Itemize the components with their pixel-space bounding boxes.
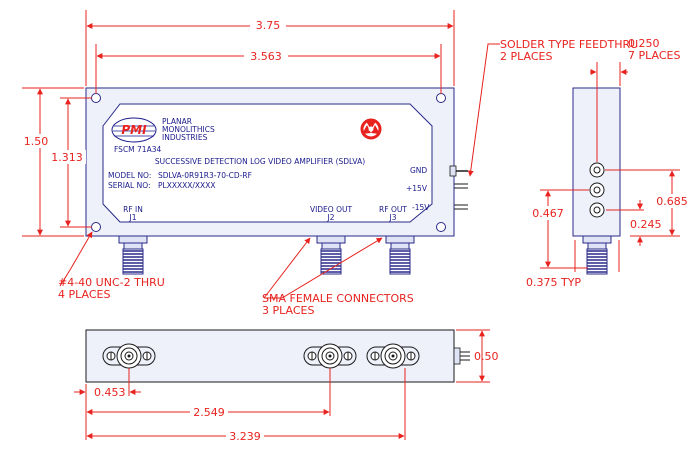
- bottom-view: [85, 329, 470, 383]
- note-feedthru-line-1: SOLDER TYPE FEEDTHRU: [500, 38, 638, 51]
- port-gnd: GND: [410, 166, 427, 175]
- fscm-code: FSCM 71A34: [114, 145, 161, 154]
- bottom-connector-j2: [303, 343, 357, 369]
- port-plus15: +15V: [406, 184, 428, 193]
- mounting-hole: [436, 222, 446, 232]
- port-j3: J3: [389, 213, 397, 222]
- company-line-3: INDUSTRIES: [162, 133, 208, 142]
- note-sma-line-2: 3 PLACES: [262, 304, 314, 317]
- label-plate: [102, 103, 433, 223]
- leader-feedthru: [467, 43, 500, 177]
- port-video-out: VIDEO OUT: [310, 205, 353, 214]
- note-sma-line-1: SMA FEMALE CONNECTORS: [262, 292, 414, 305]
- front-view: PMI PLANAR MONOLITHICS INDUSTRIES FSCM 7…: [85, 87, 468, 275]
- emblem-icon: [360, 118, 382, 140]
- dim-0-453: 0.453: [94, 386, 126, 399]
- sma-connector-j3: [385, 235, 415, 275]
- dim-0-467: 0.467: [532, 207, 564, 220]
- mounting-hole: [436, 93, 446, 103]
- side-feedthru-hole: [589, 202, 605, 218]
- dim-3-563: 3.563: [250, 50, 282, 63]
- serial-value: PLXXXXX/XXXX: [158, 181, 215, 190]
- model-label: MODEL NO:: [108, 171, 151, 180]
- logo-text: PMI: [121, 123, 147, 137]
- side-feedthru-hole: [589, 162, 605, 178]
- serial-label: SERIAL NO:: [108, 181, 151, 190]
- dim-0-685: 0.685: [656, 195, 688, 208]
- front-dimensions: 3.75 3.563 1.50 1.313: [22, 10, 455, 237]
- port-j1: J1: [129, 213, 137, 222]
- port-rf-out: RF OUT: [379, 205, 407, 214]
- note-mount-line-2: 4 PLACES: [58, 288, 110, 301]
- note-mount-line-1: #4-40 UNC-2 THRU: [58, 276, 165, 289]
- sma-connector-j1: [118, 235, 148, 275]
- port-rf-in: RF IN: [123, 205, 143, 214]
- port-j2: J2: [327, 213, 335, 222]
- side-dimensions: 0.250 7 PLACES 0.685 0.245 0.467 0.375 T…: [526, 37, 690, 289]
- bottom-feedthru: [453, 347, 470, 365]
- company-line-1: PLANAR: [162, 117, 192, 126]
- mounting-hole: [91, 222, 101, 232]
- side-feedthru-hole: [589, 182, 605, 198]
- notes: SOLDER TYPE FEEDTHRU 2 PLACES #4-40 UNC-…: [58, 38, 638, 317]
- dim-0-250: 0.250: [628, 37, 660, 50]
- dim-7-places: 7 PLACES: [628, 49, 680, 62]
- note-feedthru-line-2: 2 PLACES: [500, 50, 552, 63]
- bottom-dimensions: 0.453 2.549 3.239 0.50: [74, 329, 499, 443]
- port-minus15: -15V: [412, 203, 430, 212]
- dim-1-50: 1.50: [24, 135, 49, 148]
- dim-3-239: 3.239: [229, 430, 261, 443]
- leader-mount: [59, 231, 93, 287]
- dim-3-75: 3.75: [256, 19, 281, 32]
- bottom-connector-j1: [102, 343, 156, 369]
- bottom-connector-j3: [366, 343, 420, 369]
- dim-0-375-typ: 0.375 TYP: [526, 276, 581, 289]
- dim-2-549: 2.549: [193, 406, 225, 419]
- mounting-hole: [91, 93, 101, 103]
- company-line-2: MONOLITHICS: [162, 125, 215, 134]
- model-value: SDLVA-0R91R3-70-CD-RF: [158, 171, 252, 180]
- dim-1-313: 1.313: [51, 151, 83, 164]
- pmi-logo: PMI: [111, 117, 157, 143]
- leader-sma-2: [264, 237, 383, 299]
- leader-sma-1: [263, 237, 311, 299]
- product-title: SUCCESSIVE DETECTION LOG VIDEO AMPLIFIER…: [155, 157, 365, 166]
- feedthru-pins: [449, 165, 468, 210]
- dim-0-245: 0.245: [630, 218, 662, 231]
- dim-0-50: 0.50: [474, 350, 499, 363]
